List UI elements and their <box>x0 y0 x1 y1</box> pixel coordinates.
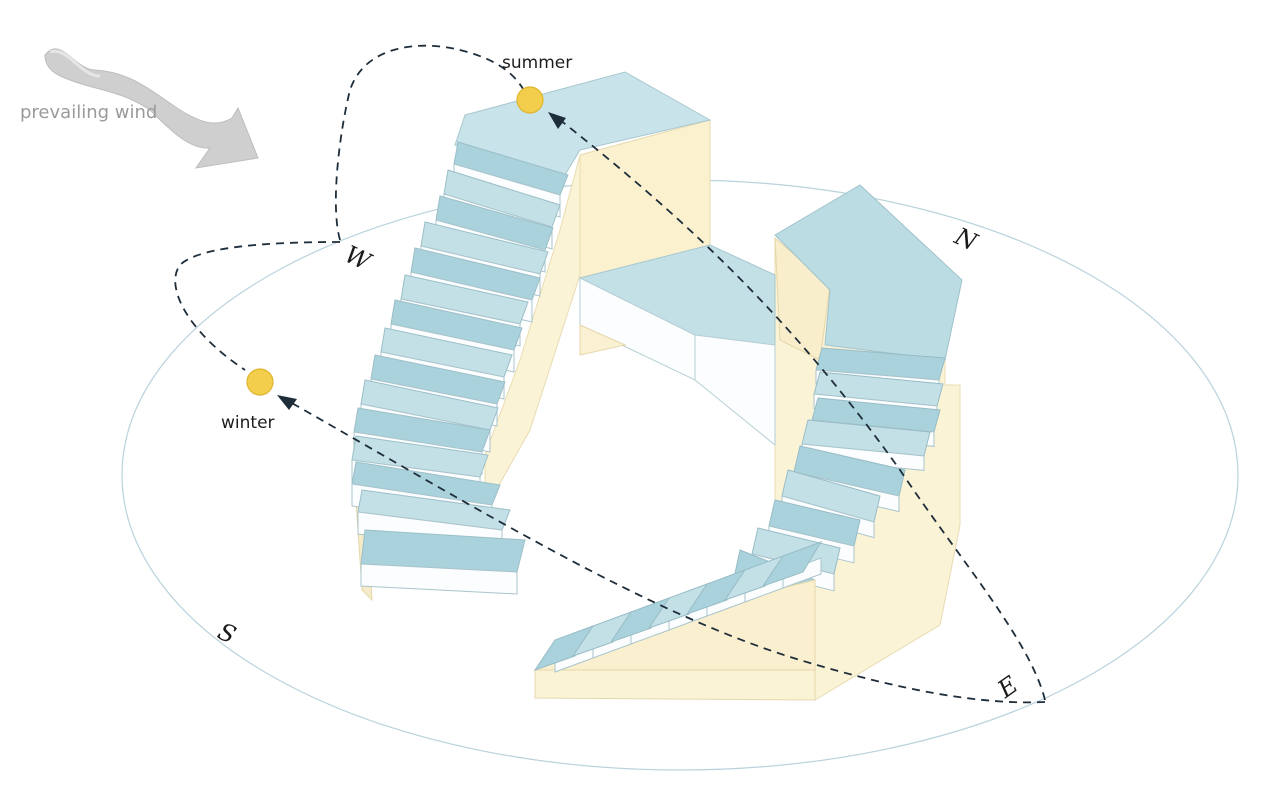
winter-label: winter <box>221 413 275 433</box>
bottom-step-tread <box>761 541 823 587</box>
bottom-stair <box>533 541 823 701</box>
left-stair-tower <box>351 71 712 602</box>
winter-sun-icon <box>246 368 274 396</box>
compass-west: W <box>340 240 376 277</box>
winter-sun-path <box>174 241 341 371</box>
compass-east: E <box>992 670 1024 704</box>
prevailing-wind-label: prevailing wind <box>20 102 157 123</box>
summer-sun-icon <box>516 86 544 114</box>
left-stair-steps <box>351 141 569 595</box>
summer-sun-path <box>334 44 526 241</box>
middle-landing <box>578 244 776 447</box>
summer-sun-arc <box>559 119 1046 701</box>
right-top-landing <box>774 184 963 361</box>
compass-south: S <box>213 617 240 649</box>
compass-north: N <box>950 222 983 257</box>
left-top-landing <box>454 71 712 176</box>
summer-label: summer <box>502 53 572 73</box>
right-stair-tower <box>733 184 963 701</box>
summer-arrow-icon <box>548 112 566 129</box>
winter-sun-arc <box>289 401 1046 704</box>
right-stair-steps <box>733 347 946 626</box>
wind-arrow-icon <box>44 48 259 169</box>
bottom-stair-steps <box>533 541 823 673</box>
left-step-riser <box>360 563 518 595</box>
winter-arrow-icon <box>277 395 297 410</box>
